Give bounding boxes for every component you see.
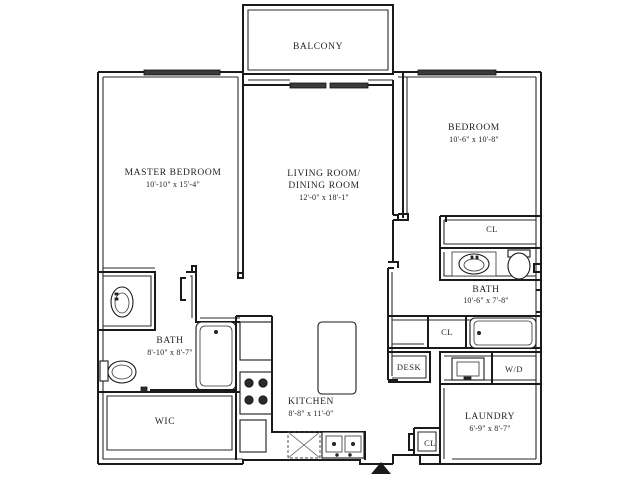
room-dim-bath-right: 10'-6" x 7'-8" <box>463 296 509 305</box>
room-living-dining: LIVING ROOM/ DINING ROOM 12'-0" x 18'-1" <box>243 79 399 395</box>
desk-nook: DESK <box>388 351 431 383</box>
toilet-right <box>507 249 531 280</box>
dishwasher <box>287 431 321 459</box>
washer-dryer-label: W/D <box>505 364 523 374</box>
bathtub-left <box>195 321 237 391</box>
room-wic: WIC <box>98 386 243 451</box>
closet-bedroom: CL <box>439 215 541 249</box>
base-cabinet <box>239 419 267 453</box>
desk-label: DESK <box>397 362 422 372</box>
refrigerator <box>239 321 273 361</box>
stove-range <box>239 371 273 415</box>
bathtub-right <box>469 317 537 349</box>
room-label-balcony: BALCONY <box>293 42 343 52</box>
room-bath-right: BATH 10'-6" x 7'-8" <box>439 248 542 313</box>
room-bedroom: BEDROOM 10'-6" x 10'-8" <box>398 72 541 221</box>
room-label-bath-right: BATH <box>472 285 499 295</box>
entry-arrow-icon <box>371 462 391 474</box>
closet-label-hall: CL <box>441 327 453 337</box>
room-label-living-dining: LIVING ROOM/ <box>287 169 360 179</box>
windows <box>143 69 497 89</box>
hallway-walls <box>388 267 398 381</box>
closet-label-bedroom: CL <box>486 224 498 234</box>
room-bath-left: BATH 8'-10" x 8'-7" <box>98 271 240 384</box>
room-dim-bedroom: 10'-6" x 10'-8" <box>449 135 499 144</box>
closet-laundry: CL <box>408 427 440 456</box>
toilet-left <box>99 360 137 384</box>
room-label-bedroom: BEDROOM <box>448 123 500 133</box>
bathroom-sink-left <box>110 286 134 318</box>
laundry-appliances: W/D <box>439 351 542 385</box>
room-laundry: LAUNDRY 6'-9" x 8'-7" <box>439 384 515 464</box>
bathroom-sink-right <box>451 251 497 277</box>
room-label-dining: DINING ROOM <box>288 181 359 191</box>
closet-label-laundry: CL <box>424 438 436 448</box>
room-dim-master-bedroom: 10'-10" x 15'-4" <box>146 180 200 189</box>
room-label-master-bedroom: MASTER BEDROOM <box>125 168 222 178</box>
room-kitchen: KITCHEN 8'-8" x 11'-0" <box>235 315 366 460</box>
room-master-bedroom: MASTER BEDROOM 10'-10" x 15'-4" <box>98 72 244 279</box>
room-dim-laundry: 6'-9" x 8'-7" <box>469 424 510 433</box>
room-dim-kitchen: 8'-8" x 11'-0" <box>288 409 333 418</box>
room-label-wic: WIC <box>155 417 175 427</box>
room-label-kitchen: KITCHEN <box>288 397 334 407</box>
kitchen-sink <box>321 431 365 459</box>
room-label-laundry: LAUNDRY <box>465 412 515 422</box>
room-label-bath-left: BATH <box>156 336 183 346</box>
room-dim-living-dining: 12'-0" x 18'-1" <box>299 193 349 202</box>
room-dim-bath-left: 8'-10" x 8'-7" <box>147 348 193 357</box>
kitchen-island <box>317 321 357 395</box>
room-balcony <box>242 4 394 75</box>
